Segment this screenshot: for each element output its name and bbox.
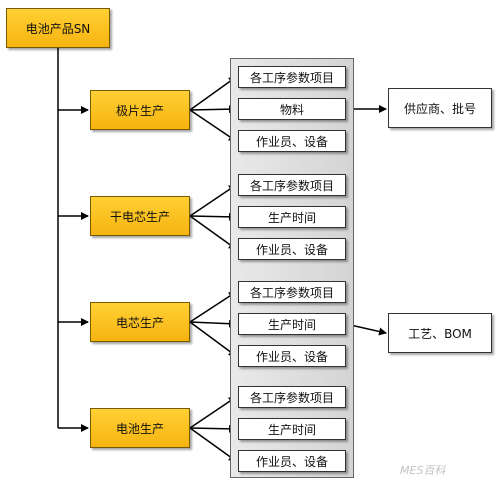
supplier-batch-box: 供应商、批号 [388,88,492,128]
detail-panel [230,58,354,478]
process-bom-label: 工艺、BOM [408,326,472,341]
detail-label: 生产时间 [267,317,316,332]
detail-arrow [189,109,237,142]
detail-label: 各工序参数项目 [249,285,334,300]
stage-label: 电芯生产 [115,315,164,330]
detail-arrow [189,184,237,217]
detail-arrow [189,396,237,429]
detail-label: 作业员、设备 [255,134,328,149]
detail-arrow [189,76,237,111]
detail-box: 作业员、设备 [238,450,346,472]
detail-box: 各工序参数项目 [238,281,346,303]
detail-label: 生产时间 [267,422,316,437]
detail-label: 物料 [279,102,304,117]
detail-arrow [189,321,237,357]
watermark-text: MES百科 [400,464,446,477]
detail-box: 生产时间 [238,313,346,335]
detail-arrow [189,212,237,221]
detail-arrow [189,291,237,323]
detail-label: 作业员、设备 [255,454,328,469]
stage-label: 电池生产 [115,421,164,436]
detail-label: 各工序参数项目 [249,390,334,405]
root-label: 电池产品SN [25,21,91,36]
detail-box: 作业员、设备 [238,238,346,260]
detail-label: 作业员、设备 [255,242,328,257]
detail-box: 作业员、设备 [238,345,346,367]
stage-node-cell: 电芯生产 [90,302,190,342]
detail-label: 生产时间 [267,210,316,225]
detail-arrow [189,424,237,433]
detail-box: 物料 [238,98,346,120]
stage-label: 干电芯生产 [109,209,170,224]
detail-box: 各工序参数项目 [238,386,346,408]
detail-label: 各工序参数项目 [249,70,334,85]
root-node-battery-sn: 电池产品SN [6,8,110,48]
stage-node-dry-cell: 干电芯生产 [90,196,190,236]
detail-box: 作业员、设备 [238,130,346,152]
stage-label: 极片生产 [115,103,164,118]
detail-box: 各工序参数项目 [238,66,346,88]
stage-node-battery: 电池生产 [90,408,190,448]
detail-label: 各工序参数项目 [249,178,334,193]
detail-arrow [189,319,237,328]
detail-label: 作业员、设备 [255,349,328,364]
detail-box: 各工序参数项目 [238,174,346,196]
detail-arrow [189,105,237,114]
watermark: MES百科 [400,462,445,478]
stage-node-electrode: 极片生产 [90,90,190,130]
detail-arrow [189,427,237,462]
process-bom-box: 工艺、BOM [388,313,492,353]
supplier-batch-label: 供应商、批号 [403,101,476,116]
detail-box: 生产时间 [238,418,346,440]
detail-box: 生产时间 [238,206,346,228]
detail-arrow [189,215,237,250]
